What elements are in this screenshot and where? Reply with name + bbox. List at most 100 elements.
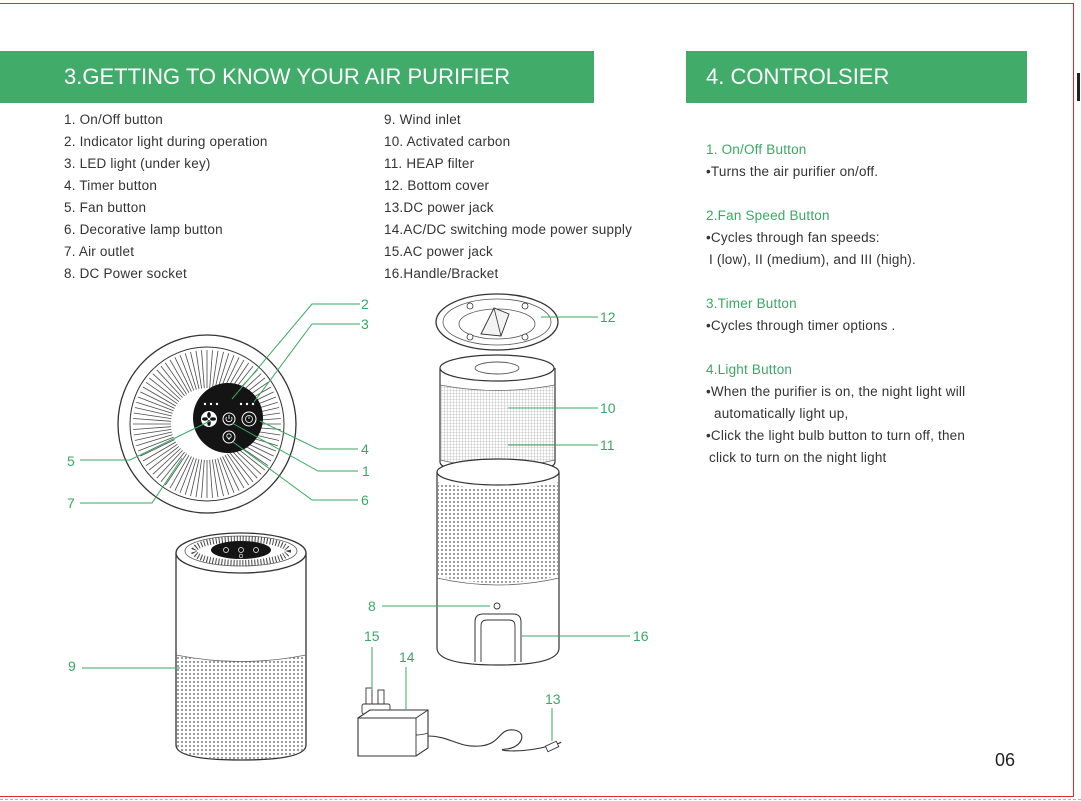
grille-line: [224, 454, 245, 489]
grille-line: [201, 350, 205, 389]
top-view-diagram: 2 3 4 1 6 5 7: [67, 296, 370, 514]
grille-line: [233, 448, 262, 475]
controls-description: 1. On/Off Button •Turns the air purifier…: [706, 139, 965, 491]
callout-11: 11: [600, 437, 615, 453]
grille-line: [201, 459, 205, 498]
control-panel: [193, 383, 263, 453]
grille-line: [190, 351, 200, 389]
power-cable: [427, 729, 550, 752]
dc-power-jack: [544, 740, 562, 753]
callout-10: 10: [600, 400, 616, 416]
grille-line: [134, 431, 172, 441]
list-item: 12. Bottom cover: [384, 178, 490, 193]
grille-line: [212, 350, 219, 389]
grille-line: [136, 434, 173, 447]
grille-line: [214, 351, 224, 389]
grille-line: [152, 373, 181, 400]
control-heading: 4.Light Button: [706, 362, 793, 377]
top-control-panel: [211, 541, 271, 559]
list-item: 13.DC power jack: [384, 200, 494, 215]
grille-line: [222, 456, 240, 491]
filter-cartridge: [439, 354, 556, 476]
callout-7: 7: [67, 495, 75, 511]
list-item: 8. DC Power socket: [64, 266, 187, 281]
grille-line: [133, 429, 172, 436]
grille-line: [174, 456, 192, 491]
section-header-controls: 4. CONTROLSIER: [686, 51, 1027, 103]
list-item: 11. HEAP filter: [384, 156, 475, 171]
grille-line: [134, 407, 172, 417]
grille-line: [133, 418, 172, 422]
leader-1: [231, 422, 358, 472]
callout-9: 9: [68, 658, 76, 674]
parts-list-column-2: 9. Wind inlet 10. Activated carbon 11. H…: [384, 109, 632, 285]
grille-line: [169, 359, 190, 394]
section-title: 3.GETTING TO KNOW YOUR AIR PURIFIER: [64, 64, 511, 89]
grille-line: [184, 458, 197, 495]
control-text: I (low), II (medium), and III (high).: [709, 252, 916, 267]
grille-line: [156, 450, 183, 479]
list-item: 15.AC power jack: [384, 244, 493, 259]
grille-line: [179, 354, 195, 391]
callout-6: 6: [361, 492, 369, 508]
timer-button-icon: [241, 411, 257, 427]
grille-line: [137, 396, 174, 412]
leader-7: [80, 457, 183, 504]
grille-line: [184, 353, 197, 390]
list-item: 3. LED light (under key): [64, 156, 211, 171]
control-timer: 3.Timer Button •Cycles through timer opt…: [706, 293, 965, 337]
list-item: 2. Indicator light during operation: [64, 134, 268, 149]
control-heading: 1. On/Off Button: [706, 142, 807, 157]
grille-line: [217, 353, 230, 390]
grille-line: [142, 386, 177, 407]
callout-1: 1: [362, 463, 370, 479]
control-text: click to turn on the night light: [709, 450, 887, 465]
handle-bracket: [474, 613, 522, 662]
grille-line: [156, 369, 183, 398]
grille-line: [148, 446, 180, 471]
bottom-dashed-line: [0, 799, 1081, 800]
indicator-lights: [203, 402, 255, 406]
callout-13: 13: [545, 691, 561, 707]
grille-line: [136, 401, 173, 414]
grille-line: [209, 350, 213, 389]
full-purifier-diagram: 9: [68, 532, 307, 761]
page-edge-mark: [1077, 73, 1080, 101]
control-text: automatically light up,: [714, 406, 849, 421]
list-item: 1. On/Off button: [64, 112, 164, 127]
exploded-diagram: 12 10 11 8 16: [357, 293, 649, 757]
grille-line: [195, 459, 202, 498]
base-housing: [436, 458, 560, 666]
page-border: [0, 3, 1074, 797]
grille-line: [145, 443, 178, 467]
leader-5: [80, 420, 211, 461]
grille-line: [231, 450, 258, 479]
callout-2: 2: [361, 296, 369, 312]
grille-line: [195, 350, 202, 389]
grille-line: [212, 459, 219, 498]
control-text: •When the purifier is on, the night ligh…: [706, 384, 966, 399]
callout-4: 4: [361, 441, 369, 457]
grille-line: [190, 459, 200, 497]
grille-line: [142, 441, 177, 462]
power-adapter: [357, 687, 562, 757]
control-text: •Cycles through timer options .: [706, 318, 896, 333]
bottom-cover: [435, 293, 559, 351]
list-item: 14.AC/DC switching mode power supply: [384, 222, 633, 237]
callout-15: 15: [364, 628, 380, 644]
leader-6: [232, 441, 358, 501]
control-heading: 3.Timer Button: [706, 296, 797, 311]
dc-socket: [493, 602, 501, 610]
control-text: •Click the light bulb button to turn off…: [706, 428, 966, 443]
control-heading: 2.Fan Speed Button: [706, 208, 830, 223]
control-text: •Turns the air purifier on/off.: [706, 164, 879, 179]
grille-line: [137, 436, 174, 452]
grille-line: [164, 362, 188, 395]
grille-line: [174, 357, 192, 392]
grille-line: [133, 426, 172, 430]
grille-line: [160, 365, 185, 397]
grille-line: [164, 453, 188, 486]
grille-line: [179, 457, 195, 494]
light-bulb-button-icon: [222, 430, 236, 444]
wind-inlet-perforation: [177, 655, 305, 759]
